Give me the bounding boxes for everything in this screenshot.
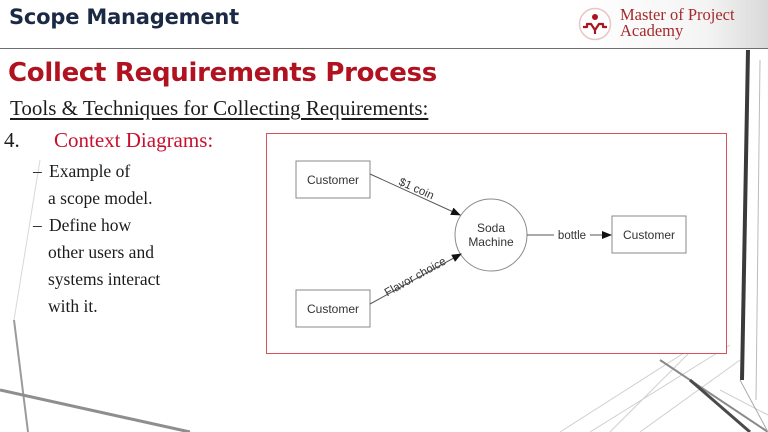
academy-logo-icon	[578, 7, 612, 41]
node-customer-bottom: Customer	[295, 289, 371, 328]
list-item-heading: 4. Context Diagrams:	[4, 128, 213, 153]
context-diagram: Customer Customer Customer Soda Machine …	[266, 133, 727, 354]
bullet-text: a scope model.	[48, 188, 153, 208]
context-diagram-canvas: Customer Customer Customer Soda Machine …	[295, 160, 687, 328]
logo-line-1: Master of Project	[620, 5, 735, 24]
bullet-list: –Example of a scope model. –Define how o…	[33, 158, 233, 320]
edge-label-bottle: bottle	[558, 230, 586, 242]
page-title: Collect Requirements Process	[8, 58, 437, 88]
bullet-item: –Define how other users and systems inte…	[33, 212, 233, 320]
edge-coin	[369, 173, 461, 216]
node-soda-machine: Soda Machine	[454, 198, 528, 272]
bullet-text: systems interact	[48, 269, 161, 289]
edge-label-coin: $1 coin	[397, 176, 436, 202]
edge-label-flavor: Flavor choice	[383, 256, 449, 300]
node-customer-top: Customer	[295, 160, 371, 199]
bullet-dash: –	[33, 161, 42, 181]
bullet-text: other users and	[48, 242, 154, 262]
node-label: Customer	[307, 302, 359, 316]
bullet-dash: –	[33, 215, 42, 235]
logo-line-2: Academy	[620, 21, 684, 40]
academy-logo: Master of Project Academy	[578, 6, 758, 42]
node-label: Soda	[477, 221, 505, 235]
node-label: Machine	[468, 235, 514, 249]
node-label: Customer	[307, 173, 359, 187]
node-label: Customer	[623, 228, 675, 242]
node-customer-right: Customer	[611, 215, 687, 254]
slide-header: Scope Management Master of Project Acade…	[0, 0, 768, 49]
edge-flavor	[369, 253, 462, 305]
logo-text: Master of Project Academy	[620, 5, 735, 40]
bullet-text: Example of	[49, 161, 131, 181]
subtitle: Tools & Techniques for Collecting Requir…	[10, 96, 429, 120]
item-heading-text: Context Diagrams:	[54, 128, 214, 152]
section-title: Scope Management	[9, 5, 239, 29]
bullet-text: with it.	[48, 296, 98, 316]
bullet-text: Define how	[49, 215, 132, 235]
item-number: 4.	[4, 128, 20, 152]
bullet-item: –Example of a scope model.	[33, 158, 233, 212]
